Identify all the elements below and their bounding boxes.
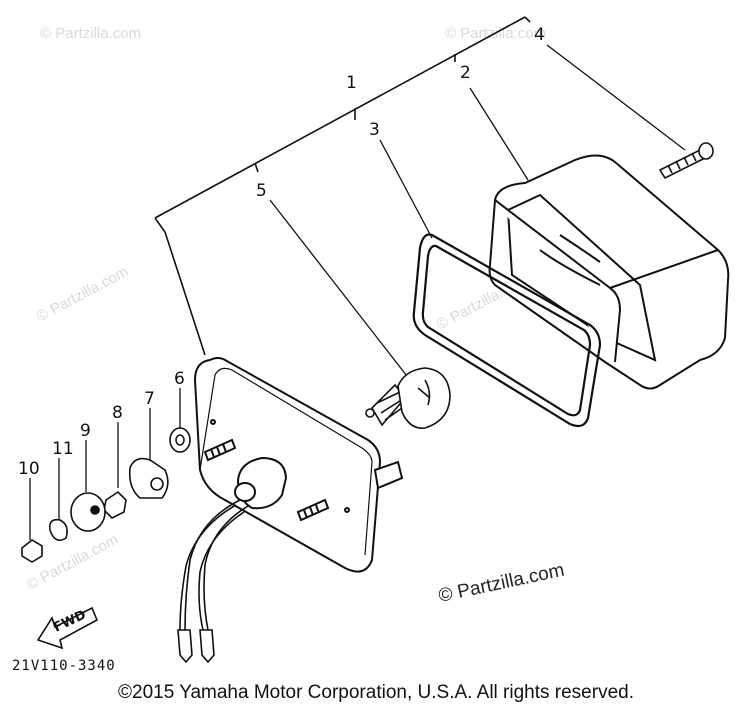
gasket-part-3 [412,233,602,428]
assembly-bracket [154,16,531,356]
nut-part-10 [21,539,43,563]
callout-7: 7 [144,389,155,409]
lock-washer-part-11 [48,518,68,541]
partzilla-watermark: © Partzilla.com [437,560,567,607]
callout-3: 3 [369,120,380,140]
fwd-arrow: FWD [36,606,99,650]
leader-lines [29,44,686,540]
watermark-1: © Partzilla.com [40,25,141,42]
callout-1: 1 [346,73,357,93]
washer-part-9 [70,492,106,532]
callout-6: 6 [174,369,185,389]
wiring-harness [179,499,249,631]
bulb-part-5 [365,367,451,429]
screw-part-4 [658,142,714,180]
callout-10: 10 [18,459,40,479]
drawing-code: 21V110-3340 [12,658,116,674]
watermark-3: © Partzilla.com [34,263,131,325]
lens-housing-part-2 [488,154,730,390]
callout-numbers: 1 2 3 4 5 6 7 8 9 10 11 [18,25,545,479]
callout-8: 8 [112,403,123,423]
copyright-notice: ©2015 Yamaha Motor Corporation, U.S.A. A… [118,682,634,703]
base-plate-part-1 [193,357,404,573]
callout-11: 11 [52,439,74,459]
callout-4: 4 [534,25,545,45]
watermark-5: © Partzilla.com [24,531,121,593]
callout-9: 9 [80,421,91,441]
grommet-part-7 [128,457,169,499]
callout-2: 2 [460,63,471,83]
wire-connectors [177,629,215,664]
collar-part-8 [103,490,127,519]
small-parts [21,427,191,563]
callout-5: 5 [256,181,267,201]
